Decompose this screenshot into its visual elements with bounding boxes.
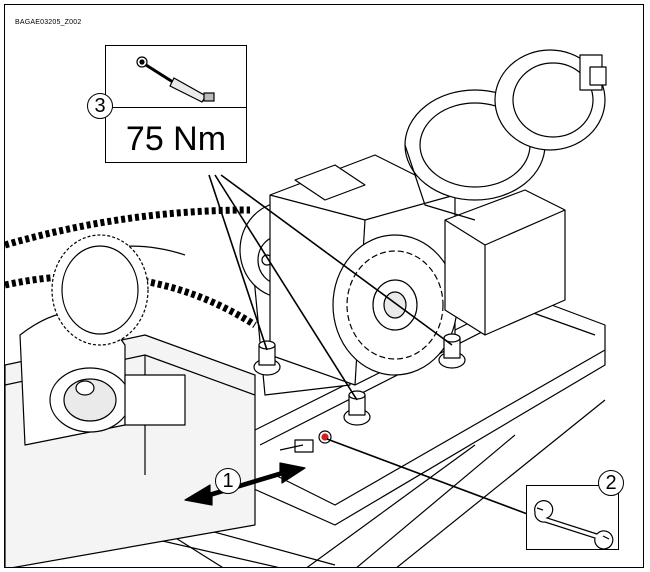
drawing-frame: BAGAE03205_Z002 xyxy=(4,4,644,568)
callout-1: 1 xyxy=(215,468,241,494)
torque-spec-box: 75 Nm xyxy=(105,45,247,163)
torque-leader-lines xyxy=(208,174,453,401)
tensioning-screw xyxy=(279,430,332,453)
gearmotor-assembly-drawing xyxy=(5,49,607,567)
wrench-leader-line xyxy=(326,438,531,516)
callout-2: 2 xyxy=(598,470,624,496)
bearing-block xyxy=(5,311,256,567)
torque-wrench-icon xyxy=(136,56,215,103)
sprocket xyxy=(51,234,149,346)
motor-end-cap xyxy=(494,49,607,151)
bolt-front-left xyxy=(253,340,281,376)
callout-3: 3 xyxy=(87,93,113,119)
gearbox-housing xyxy=(269,154,458,386)
document-id: BAGAE03205_Z002 xyxy=(15,19,82,26)
shift-arrow xyxy=(184,462,306,506)
torque-value: 75 Nm xyxy=(125,120,227,158)
servo-motor xyxy=(444,189,566,336)
torque-divider xyxy=(106,107,246,108)
open-end-wrench-icon xyxy=(534,500,614,550)
wrench-tool-box xyxy=(526,485,619,550)
